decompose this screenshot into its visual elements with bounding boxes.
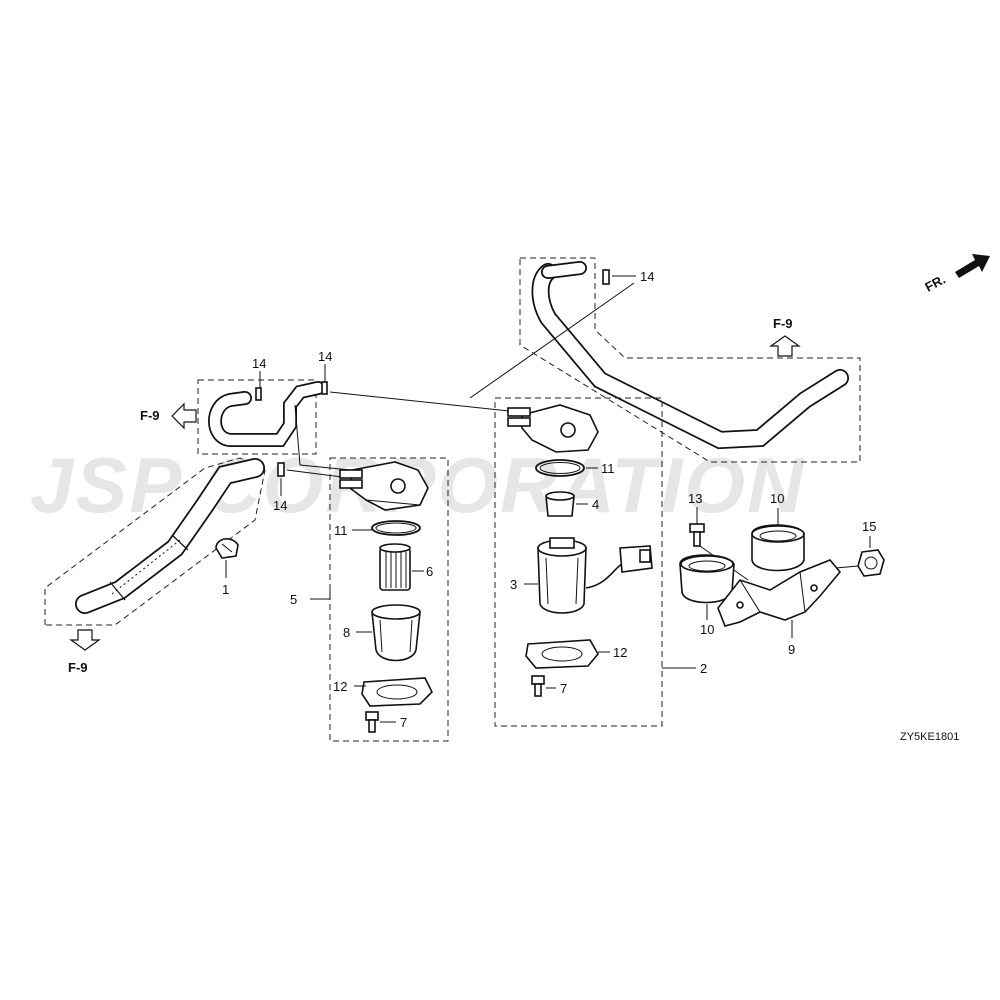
pump-cover [507, 404, 599, 453]
ref-arrow-down-icon [69, 629, 101, 651]
bracket-9 [717, 559, 842, 627]
holder-band-10b [679, 554, 735, 604]
pump-seal-4 [545, 491, 575, 517]
bolt-13 [689, 523, 705, 547]
o-ring-11a-inner [375, 522, 417, 534]
callout-10a: 10 [770, 491, 784, 506]
ref-f9-top: F-9 [773, 316, 793, 331]
front-arrow-icon [955, 254, 990, 278]
o-ring-11b [535, 459, 585, 477]
hose-group-left-frame [44, 457, 266, 626]
ref-arrow-left-icon [171, 402, 197, 430]
strainer-cover [339, 461, 429, 511]
hose-group-top-frame [519, 257, 861, 463]
leader-15b [835, 565, 859, 569]
holder-band-10a [751, 524, 805, 572]
hose-clip-top [602, 269, 610, 285]
callout-14a: 14 [640, 269, 654, 284]
leader-small-to-pump [329, 391, 519, 413]
front-label: FR. [922, 272, 948, 295]
callout-12b: 12 [613, 645, 627, 660]
o-ring-11b-inner [539, 462, 581, 474]
leader-small-to-strainer-a [294, 404, 301, 466]
strainer-gasket-12 [361, 677, 433, 707]
callout-14d: 14 [273, 498, 287, 513]
bolt-7b [531, 675, 545, 697]
bolt-7a [365, 711, 379, 733]
leader-small-to-strainer-b [299, 464, 351, 471]
hose-clip-part1 [215, 538, 239, 559]
hose-group-small-frame [197, 379, 317, 455]
leader-hose-to-pump [469, 282, 635, 399]
callout-4: 4 [592, 497, 599, 512]
diagram-code: ZY5KE1801 [900, 731, 959, 743]
callout-3: 3 [510, 577, 517, 592]
callout-15: 15 [862, 519, 876, 534]
callout-9: 9 [788, 642, 795, 657]
ref-arrow-up-icon [769, 335, 801, 357]
o-ring-11a [371, 520, 421, 536]
nut-15 [857, 549, 885, 577]
callout-12a: 12 [333, 679, 347, 694]
callout-5: 5 [290, 592, 297, 607]
hose-clip-small-a [255, 387, 262, 401]
callout-14c: 14 [318, 349, 332, 364]
callout-14b: 14 [252, 356, 266, 371]
ref-f9-bottom: F-9 [68, 660, 88, 675]
pump-gasket-12 [525, 639, 599, 669]
front-arrow: FR. [922, 254, 990, 295]
u-shaped-hose [208, 381, 325, 447]
callout-8: 8 [343, 625, 350, 640]
callout-13: 13 [688, 491, 702, 506]
callout-6: 6 [426, 564, 433, 579]
hose-clip-small-b [321, 381, 328, 395]
callout-11b: 11 [601, 461, 615, 476]
pump-assembly-frame [494, 397, 663, 727]
callout-10b: 10 [700, 622, 714, 637]
callout-2: 2 [700, 661, 707, 676]
fuel-pump-3 [537, 537, 653, 614]
callout-1: 1 [222, 582, 229, 597]
long-fuel-hose [531, 261, 849, 450]
diagonal-fuel-hose [75, 458, 265, 614]
hose-clip-left [277, 462, 285, 477]
callout-7a: 7 [400, 715, 407, 730]
ref-f9-left: F-9 [140, 408, 160, 423]
strainer-element-6 [379, 543, 411, 591]
strainer-cup-8 [371, 604, 421, 662]
callout-11a: 11 [334, 523, 348, 538]
callout-7b: 7 [560, 681, 567, 696]
